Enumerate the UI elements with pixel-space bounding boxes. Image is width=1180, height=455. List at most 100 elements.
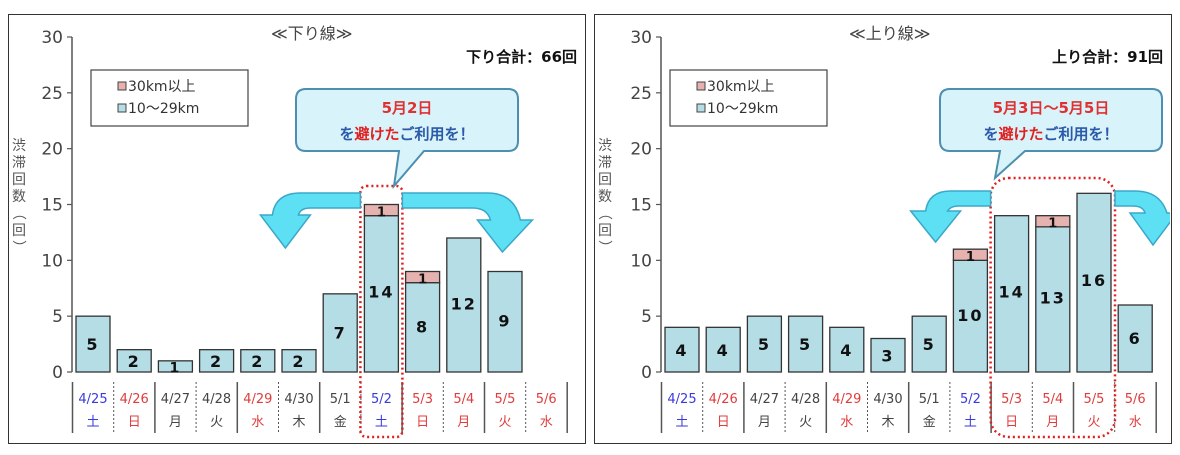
y-tick-label: 20 (41, 140, 63, 160)
y-tick-label: 0 (52, 363, 63, 383)
x-weekday-label: 木 (292, 415, 305, 430)
x-date-label: 5/3 (1001, 392, 1022, 407)
bar-value: 5 (799, 335, 812, 354)
x-weekday-label: 日 (416, 415, 429, 430)
bar-value: 13 (1040, 289, 1066, 308)
x-date-label: 4/27 (161, 392, 190, 407)
legend-swatch (696, 103, 706, 113)
x-weekday-label: 土 (964, 415, 977, 430)
x-date-label: 4/26 (709, 392, 738, 407)
x-weekday-label: 火 (498, 415, 511, 430)
x-weekday-label: 水 (1129, 415, 1142, 430)
svg-text:滞: 滞 (598, 155, 612, 171)
bar-5/5: 16 (1076, 192, 1112, 373)
bar-4/26: 4 (705, 326, 741, 373)
y-tick-label: 25 (41, 84, 63, 104)
x-weekday-label: 木 (881, 415, 894, 430)
x-weekday-label: 水 (251, 415, 264, 430)
svg-text:回: 回 (598, 223, 612, 239)
shift-arrows (258, 192, 535, 254)
bar-value: 10 (957, 306, 983, 325)
svg-text:回: 回 (12, 172, 26, 188)
total-label: 下り合計：66回 (466, 48, 577, 66)
svg-text:回: 回 (598, 172, 612, 188)
bar-5/2: 10 1 (952, 248, 989, 373)
highlight-box (359, 184, 404, 439)
svg-text:（: （ (596, 206, 612, 220)
x-date-label: 5/5 (1084, 392, 1105, 407)
x-date-label: 4/29 (243, 392, 272, 407)
bar-value: 4 (675, 341, 688, 360)
bar-value-top: 1 (1048, 217, 1057, 232)
bar-4/29: 4 (829, 326, 865, 373)
svg-text:渋: 渋 (598, 138, 612, 154)
bar-value-top: 1 (966, 250, 975, 265)
shift-arrows (909, 190, 1179, 247)
x-date-label: 5/1 (919, 392, 940, 407)
bar-4/25: 5 (75, 315, 111, 373)
svg-text:数: 数 (12, 189, 26, 205)
total-label: 上り合計：91回 (1052, 48, 1163, 66)
bar-5/3: 14 (993, 215, 1030, 373)
bar-5/4: 12 (446, 237, 482, 373)
x-date-label: 4/29 (832, 392, 861, 407)
bar-value: 8 (416, 318, 429, 337)
y-tick-label: 10 (41, 251, 63, 271)
bar-value: 14 (368, 283, 394, 302)
x-date-label: 4/28 (202, 392, 231, 407)
legend-swatch (696, 81, 706, 91)
highlight-box (989, 176, 1117, 439)
legend-item: 30km以上 (707, 79, 775, 95)
x-date-label: 4/27 (750, 392, 779, 407)
legend-item: 10〜29km (707, 101, 778, 117)
x-weekday-label: 月 (1046, 415, 1059, 430)
y-tick-label: 30 (41, 28, 63, 48)
x-weekday-label: 火 (799, 415, 812, 430)
bar-5/3: 81 (404, 270, 441, 373)
x-date-label: 4/30 (284, 392, 313, 407)
callout-line2: を避けたご利用を！ (983, 125, 1118, 143)
svg-text:滞: 滞 (12, 155, 26, 171)
legend-item: 10〜29km (128, 101, 199, 117)
callout-line2: を避けたご利用を！ (339, 125, 474, 143)
x-date-label: 4/30 (873, 392, 902, 407)
x-weekday-label: 日 (128, 415, 141, 430)
bar-value: 5 (923, 335, 936, 354)
bar-5/6: 6 (1117, 304, 1153, 373)
legend-swatch (117, 103, 127, 113)
bar-value: 3 (881, 347, 894, 366)
y-tick-label: 25 (630, 84, 652, 104)
bar-value: 12 (451, 294, 477, 313)
bar-value: 7 (334, 323, 347, 342)
x-weekday-label: 水 (540, 415, 553, 430)
x-date-label: 5/6 (1125, 392, 1146, 407)
bar-value: 14 (998, 283, 1024, 302)
x-weekday-label: 火 (1087, 415, 1100, 430)
x-weekday-label: 月 (457, 415, 470, 430)
x-weekday-label: 日 (1005, 415, 1018, 430)
legend (90, 69, 249, 127)
bar-value: 2 (210, 352, 223, 371)
x-weekday-label: 土 (375, 415, 388, 430)
x-weekday-label: 水 (840, 415, 853, 430)
callout-line1: 5月3日〜5月5日 (993, 99, 1110, 117)
bar-value: 16 (1081, 271, 1107, 290)
bar-4/26: 2 (116, 349, 152, 373)
bar-value: 6 (1129, 329, 1142, 348)
bar-5/2: 141 (363, 203, 400, 373)
x-date-label: 5/4 (1042, 392, 1063, 407)
bar-value: 4 (840, 341, 853, 360)
x-weekday-label: 月 (758, 415, 771, 430)
bar-4/28: 5 (787, 315, 824, 373)
bar-value: 4 (717, 341, 730, 360)
x-weekday-label: 日 (717, 415, 730, 430)
x-weekday-label: 金 (923, 414, 936, 430)
bar-value: 2 (292, 352, 305, 371)
chart-title: ≪下り線≫ (271, 24, 353, 43)
y-tick-label: 10 (630, 251, 652, 271)
svg-text:渋: 渋 (12, 138, 26, 154)
